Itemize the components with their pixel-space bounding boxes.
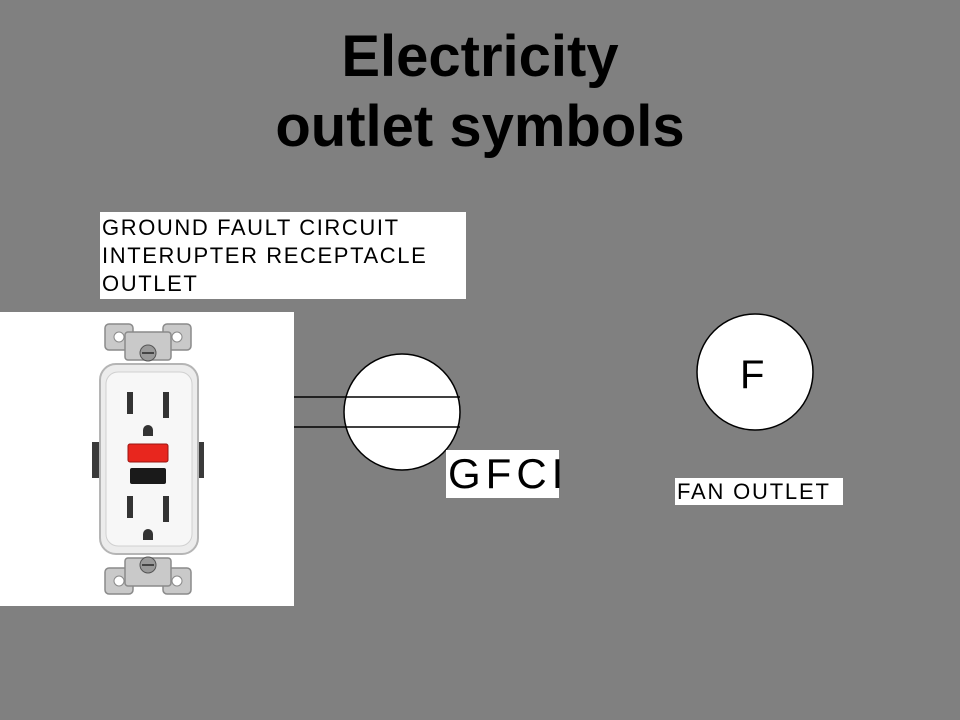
test-button [127,443,169,463]
mounting-strap [104,323,192,595]
gfci-description-line-3: OUTLET [102,271,199,296]
gfci-receptacle-photo [0,312,294,606]
reset-button [130,468,166,484]
slide-title-line-2: outlet symbols [275,94,685,159]
gfci-description-line-1: GROUND FAULT CIRCUIT [102,215,400,240]
gfci-symbol-label: GFCI [446,450,569,498]
gfci-description-line-2: INTERUPTER RECEPTACLE [102,243,428,268]
gfci-description-label: GROUND FAULT CIRCUIT INTERUPTER RECEPTAC… [100,212,466,299]
fan-outlet-label: FAN OUTLET [675,478,843,505]
slide-title-line-1: Electricity [341,24,619,89]
